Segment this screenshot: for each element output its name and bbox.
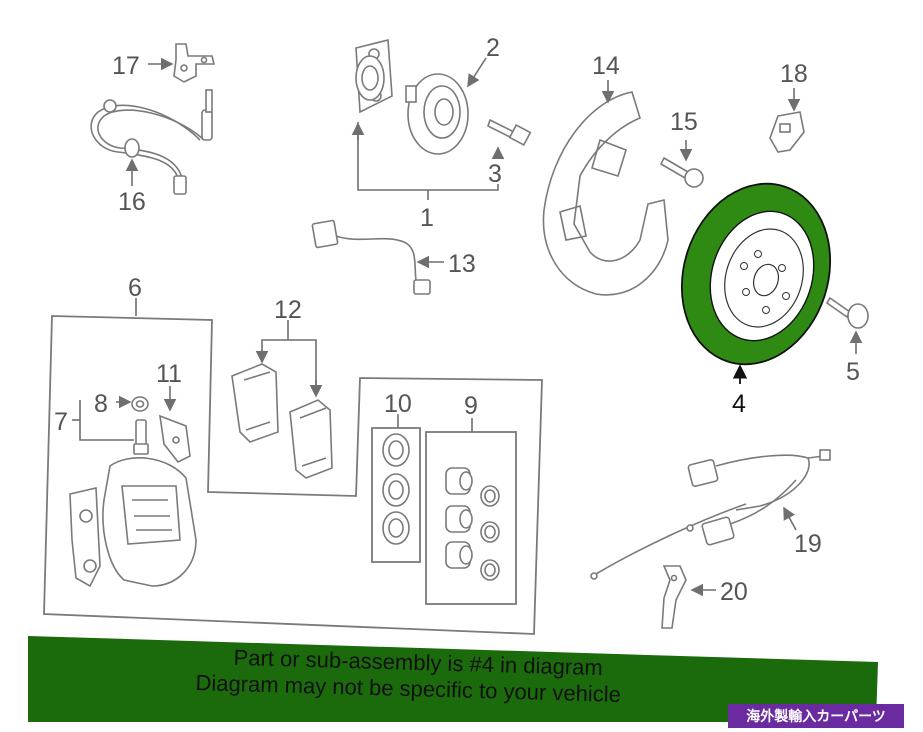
label-2: 2 <box>486 34 500 62</box>
rotor-screw-part-5 <box>825 296 869 329</box>
label-6: 6 <box>128 274 142 302</box>
label-3: 3 <box>488 160 502 188</box>
seal-rings-part-10 <box>382 433 410 545</box>
label-8: 8 <box>94 390 108 418</box>
label-5: 5 <box>846 358 860 386</box>
caliper-body <box>69 457 197 588</box>
label-12: 12 <box>274 296 302 324</box>
info-banner <box>28 636 878 722</box>
label-17: 17 <box>112 52 140 80</box>
spring-clip-part-11 <box>159 414 191 464</box>
label-13: 13 <box>448 250 476 278</box>
wheel-bearing-part-1 <box>355 38 393 114</box>
hub-bolt-part-3 <box>487 118 532 147</box>
shop-badge <box>728 704 904 728</box>
seal-kit-box-10 <box>371 427 421 563</box>
label-11: 11 <box>156 360 182 388</box>
brake-hose-part-16 <box>90 89 213 195</box>
bolt-part-7 <box>133 419 149 455</box>
label-19: 19 <box>794 530 822 558</box>
label-15: 15 <box>670 108 698 136</box>
caliper-assembly-frame <box>43 315 543 635</box>
bracket-part-17 <box>173 43 216 83</box>
pistons-part-9 <box>445 467 500 581</box>
wear-sensor-part-19 <box>590 449 831 580</box>
label-20: 20 <box>720 578 748 606</box>
shop-badge-text: 海外製輸入カーパーツ <box>746 708 886 725</box>
brake-pads-part-12 <box>231 363 333 479</box>
washer-part-8 <box>131 396 149 412</box>
label-4: 4 <box>732 390 746 418</box>
sensor-bracket-part-20 <box>661 565 687 629</box>
label-9: 9 <box>464 392 478 420</box>
brake-rotor-part-4 <box>680 182 832 366</box>
label-18: 18 <box>780 60 808 88</box>
piston-kit-box-9 <box>425 431 517 605</box>
clip-part-18 <box>769 111 805 153</box>
wheel-hub-part-2 <box>405 73 469 155</box>
splash-shield-part-14 <box>542 91 669 296</box>
label-1: 1 <box>420 204 434 232</box>
label-14: 14 <box>592 52 620 80</box>
label-7: 7 <box>54 408 68 436</box>
label-16: 16 <box>118 188 146 216</box>
label-10: 10 <box>384 390 412 418</box>
wheel-speed-sensor-part-13 <box>311 219 431 295</box>
bolt-part-15 <box>659 156 704 188</box>
